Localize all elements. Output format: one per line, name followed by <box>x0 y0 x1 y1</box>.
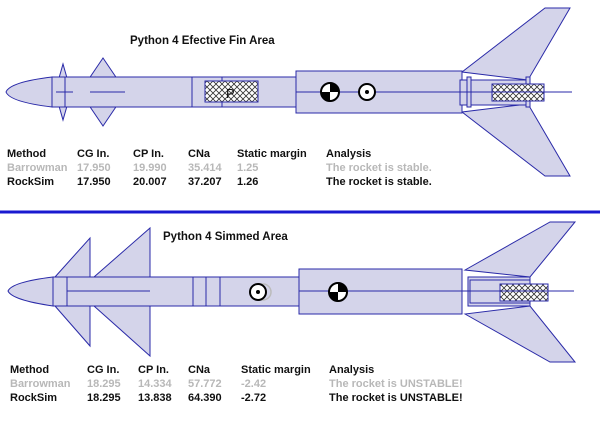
nose-cone <box>7 276 54 307</box>
cell: 18.295 <box>87 378 121 390</box>
cell: 14.334 <box>138 378 172 390</box>
payload-label: P <box>226 86 235 101</box>
cell: -2.42 <box>241 378 267 390</box>
cell: 37.207 <box>188 176 222 188</box>
cp-symbol-top <box>358 83 376 101</box>
cell: 1.26 <box>237 176 259 188</box>
cell: RockSim <box>7 176 55 188</box>
header-cna: CNa <box>188 364 211 376</box>
front-fin-2-top <box>92 226 151 278</box>
cell: Barrowman <box>10 378 71 390</box>
rear-fin-top <box>460 7 571 81</box>
front-fin-1-top <box>53 236 91 278</box>
cell: 57.772 <box>188 378 222 390</box>
header-cg: CG In. <box>87 364 120 376</box>
header-cp: CP In. <box>138 364 169 376</box>
front-fin-1-bottom <box>53 305 91 348</box>
panel-title: Python 4 Efective Fin Area <box>130 35 275 47</box>
rocket-simmed-area <box>7 221 577 363</box>
rocket-effective-fin-area <box>5 7 572 177</box>
cell: The rocket is stable. <box>326 162 432 174</box>
cell: 19.990 <box>133 162 167 174</box>
cell: 17.950 <box>77 176 111 188</box>
panel-title: Python 4 Simmed Area <box>163 231 288 243</box>
engine-hatch <box>499 283 549 302</box>
cell: The rocket is stable. <box>326 176 432 188</box>
cell: 64.390 <box>188 392 222 404</box>
header-cg: CG In. <box>77 148 110 160</box>
cell: -2.72 <box>241 392 267 404</box>
cell: 1.25 <box>237 162 259 174</box>
cell: Barrowman <box>7 162 68 174</box>
rear-fin-top <box>463 221 577 278</box>
cp-symbol-bottom <box>249 283 272 301</box>
cell: 17.950 <box>77 162 111 174</box>
payload-hatch <box>204 80 259 103</box>
cell: 20.007 <box>133 176 167 188</box>
cg-symbol-top <box>320 82 340 102</box>
header-static-margin: Static margin <box>241 364 311 376</box>
header-analysis: Analysis <box>329 364 375 376</box>
cg-symbol-bottom <box>328 282 348 302</box>
cell: 35.414 <box>188 162 222 174</box>
header-cna: CNa <box>188 148 211 160</box>
cell: 13.838 <box>138 392 172 404</box>
front-fin-2-bottom <box>92 305 151 358</box>
header-static-margin: Static margin <box>237 148 307 160</box>
nose-cone <box>5 76 53 108</box>
body-tube <box>51 76 297 108</box>
header-method: Method <box>7 148 47 160</box>
cell: The rocket is UNSTABLE! <box>329 392 463 404</box>
header-cp: CP In. <box>133 148 164 160</box>
cell: RockSim <box>10 392 58 404</box>
cell: 18.295 <box>87 392 121 404</box>
rear-fin-bottom <box>463 305 577 363</box>
header-method: Method <box>10 364 50 376</box>
header-analysis: Analysis <box>326 148 372 160</box>
rear-fin-bottom <box>460 103 571 177</box>
cell: The rocket is UNSTABLE! <box>329 378 463 390</box>
